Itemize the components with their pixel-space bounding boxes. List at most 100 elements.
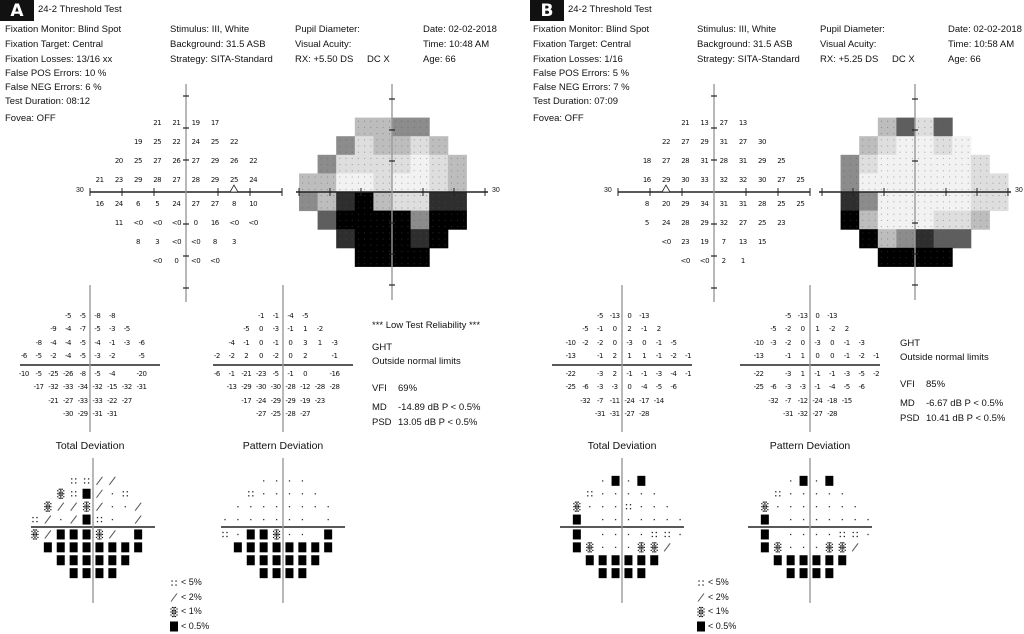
dc-field: DC X (892, 54, 915, 65)
total-deviation-value: -13 (565, 352, 576, 361)
pattern-deviation-value: -13 (753, 352, 764, 361)
pd-probability-axes (221, 458, 345, 603)
normal-dot (679, 533, 681, 536)
p-lt-0.5-symbol (760, 529, 769, 540)
legend-symbol (698, 580, 704, 586)
legend-symbol (171, 580, 177, 586)
header-field: Age: 66 (423, 54, 456, 65)
p-lt-0.5-symbol (825, 555, 834, 566)
header-field: Fixation Losses: 1/16 (533, 54, 623, 65)
threshold-value: 30 (681, 176, 690, 185)
threshold-value: 27 (738, 138, 747, 146)
p-lt-5-symbol (71, 478, 77, 484)
header-field: Strategy: SITA-Standard (170, 54, 273, 65)
p-lt-1-symbol (697, 606, 705, 618)
axis-label-30: 30 (1015, 187, 1023, 194)
pattern-deviation-value: -1 (843, 338, 850, 347)
pattern-deviation-value: -21 (241, 369, 252, 378)
total-deviation-value: -5 (138, 352, 145, 361)
normal-dot (854, 518, 856, 521)
pattern-deviation-value: -10 (753, 338, 764, 347)
threshold-value: 25 (796, 176, 805, 185)
p-lt-1-symbol (31, 529, 39, 540)
pattern-deviation-value: -3 (784, 383, 791, 392)
pattern-deviation-value: -5 (770, 325, 777, 334)
total-deviation-value: -3 (596, 383, 603, 392)
ght-label: GHT (900, 338, 921, 349)
p-lt-5-symbol (122, 491, 128, 497)
total-deviation-value: -8 (35, 338, 42, 347)
p-lt-2-symbol (134, 502, 142, 511)
threshold-value: 27 (777, 176, 786, 185)
legend-label: < 1% (181, 606, 202, 616)
p-lt-0.5-symbol (786, 555, 795, 566)
normal-dot (301, 533, 304, 536)
p-lt-5-symbol (839, 531, 845, 538)
normal-dot (614, 518, 617, 521)
p-lt-0.5-symbol (134, 542, 143, 553)
threshold-value: 21 (681, 118, 690, 127)
p-lt-0.5-symbol (259, 555, 268, 566)
p-lt-0.5-symbol (585, 555, 594, 566)
p-lt-2-symbol (96, 489, 103, 499)
pattern-deviation-value: -3 (784, 369, 791, 378)
total-deviation-value: -2 (109, 352, 116, 361)
normal-dot (250, 518, 252, 521)
legend-symbol (697, 593, 705, 602)
total-deviation-value: -30 (62, 410, 73, 419)
legend-symbol (170, 606, 178, 618)
threshold-value: 13 (700, 118, 709, 127)
threshold-value: <0 (210, 257, 220, 266)
threshold-value: 31 (700, 157, 709, 166)
total-deviation-value: -8 (79, 369, 86, 378)
pattern-deviation-value: -28 (285, 410, 296, 419)
threshold-value: 8 (136, 238, 140, 246)
total-deviation-value: -26 (62, 369, 73, 378)
total-deviation-value: -4 (64, 325, 71, 334)
pattern-deviation-value: 2 (303, 352, 308, 361)
threshold-value: 16 (210, 218, 219, 227)
normal-dot (60, 518, 62, 521)
normal-dot (653, 493, 655, 495)
pattern-deviation-value: -3 (770, 338, 777, 347)
p-lt-0.5-symbol (69, 542, 78, 553)
pattern-deviation-value: -2 (858, 352, 865, 361)
total-deviation-value: -5 (64, 311, 71, 320)
threshold-value: 6 (136, 199, 140, 208)
p-lt-1-symbol (44, 501, 52, 512)
threshold-value: 18 (642, 157, 651, 166)
pattern-deviation-value: -5 (272, 369, 279, 378)
pattern-deviation-value: 0 (288, 352, 293, 361)
pattern-deviation-value: 0 (800, 338, 805, 347)
p-lt-0.5-symbol (773, 555, 782, 566)
pattern-deviation-probability-plot (760, 475, 869, 579)
pattern-deviation-value: 1 (317, 338, 322, 347)
threshold-value: 21 (153, 118, 162, 127)
axis-label-30: 30 (492, 187, 500, 194)
pattern-deviation-value: 1 (800, 369, 805, 378)
pattern-deviation-value: -28 (329, 383, 340, 392)
p-lt-0.5-symbol (121, 555, 130, 566)
threshold-value: 22 (230, 138, 238, 146)
psd-label: PSD (900, 413, 920, 424)
p-lt-0.5-symbol (825, 475, 834, 486)
p-lt-2-symbol (108, 476, 116, 486)
pattern-deviation-value: -3 (858, 338, 865, 347)
pattern-deviation-value: 0 (815, 311, 820, 320)
header-field: Background: 31.5 ASB (170, 39, 266, 50)
normal-dot (815, 480, 818, 482)
total-deviation-value: -5 (582, 325, 589, 334)
normal-dot (790, 493, 792, 495)
p-lt-0.5-symbol (82, 555, 91, 566)
p-lt-0.5-symbol (598, 568, 607, 579)
pattern-deviation-value: -5 (784, 311, 791, 320)
threshold-value: 27 (738, 218, 747, 227)
total-deviation-value: -27 (121, 396, 132, 405)
normal-dot (627, 533, 630, 536)
total-deviation-value: -25 (48, 369, 59, 378)
normal-dot (790, 480, 792, 482)
total-deviation-value: 0 (612, 338, 617, 347)
pattern-deviation-value: -2 (316, 325, 323, 334)
md-value: -6.67 dB P < 0.5% (926, 398, 1004, 409)
